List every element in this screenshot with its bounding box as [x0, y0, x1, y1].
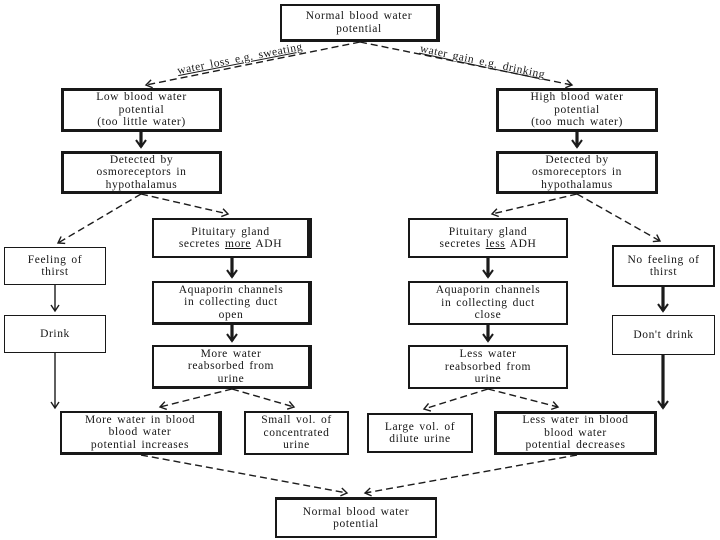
- node-aquaporin-close: Aquaporin channels in collecting duct cl…: [408, 281, 568, 325]
- node-detected-osmoreceptors-right: Detected by osmoreceptors in hypothalamu…: [496, 151, 658, 194]
- node-no-feeling-of-thirst: No feeling of thirst: [612, 245, 715, 287]
- node-pituitary-secretes-less-adh: Pituitary gland secretes less ADH: [408, 218, 568, 258]
- node-detected-osmoreceptors-left: Detected by osmoreceptors in hypothalamu…: [61, 151, 222, 194]
- underlined-word-less: less: [485, 238, 506, 250]
- node-feeling-of-thirst: Feeling of thirst: [4, 247, 106, 285]
- node-small-vol-concentrated-urine: Small vol. of concentrated urine: [244, 411, 349, 455]
- underlined-word-more: more: [225, 238, 252, 250]
- node-less-water-reabsorbed: Less water reabsorbed from urine: [408, 345, 568, 389]
- node-pituitary-secretes-more-adh: Pituitary gland secretes more ADH: [152, 218, 312, 258]
- node-high-blood-water: High blood water potential (too much wat…: [496, 88, 658, 132]
- node-normal-blood-water-bottom: Normal blood water potential: [275, 497, 437, 538]
- node-normal-blood-water-top: Normal blood water potential: [280, 4, 440, 42]
- node-low-blood-water: Low blood water potential (too little wa…: [61, 88, 222, 132]
- node-dont-drink: Don't drink: [612, 315, 715, 355]
- node-aquaporin-open: Aquaporin channels in collecting duct op…: [152, 281, 312, 325]
- node-large-vol-dilute-urine: Large vol. of dilute urine: [367, 413, 473, 453]
- node-more-water-in-blood: More water in blood blood water potentia…: [60, 411, 222, 455]
- node-less-water-in-blood: Less water in blood blood water potentia…: [494, 411, 657, 455]
- node-more-water-reabsorbed: More water reabsorbed from urine: [152, 345, 312, 389]
- node-drink: Drink: [4, 315, 106, 353]
